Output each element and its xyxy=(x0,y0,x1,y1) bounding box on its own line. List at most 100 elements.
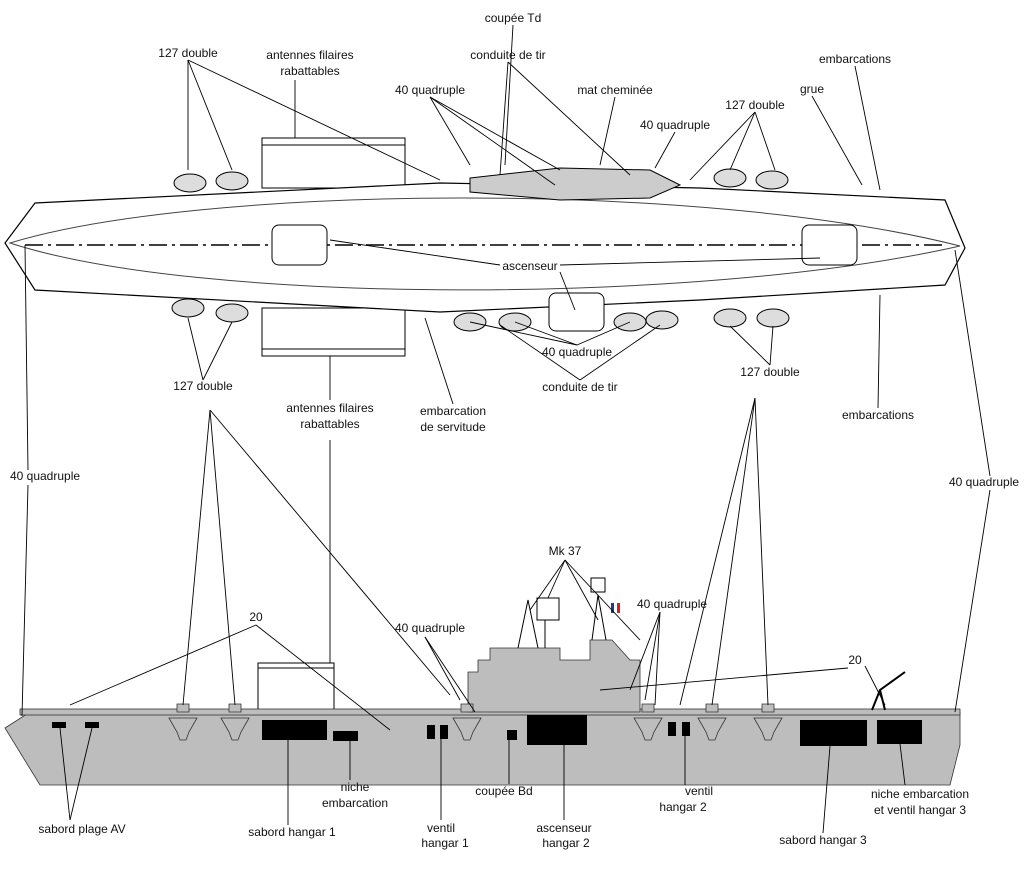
label-quad40-bottom: 40 quadruple xyxy=(542,345,612,359)
island-top xyxy=(469,167,682,201)
label-asc-h2-1: ascenseur xyxy=(536,821,591,835)
label-ascenseur: ascenseur xyxy=(502,259,557,273)
antenna-frame-bottom xyxy=(261,307,406,357)
leader-line xyxy=(854,65,881,191)
leader-line xyxy=(499,61,509,176)
leader-line xyxy=(729,325,771,366)
label-sabord-av: sabord plage AV xyxy=(38,822,125,836)
label-sabord-h3: sabord hangar 3 xyxy=(779,833,867,847)
label-niche3-1: niche embarcation xyxy=(871,787,969,801)
island-side xyxy=(467,639,641,713)
leader-line xyxy=(559,271,576,311)
leader-line xyxy=(21,484,29,717)
label-antennes-bot-2: rabattables xyxy=(300,417,359,431)
gun-sponson-icon xyxy=(697,703,727,741)
mk37-director-2 xyxy=(590,577,606,593)
label-embarcations-bottom: embarcations xyxy=(842,408,914,422)
leader-line xyxy=(877,294,881,409)
leader-line xyxy=(209,409,236,706)
label-conduite-tir-bottom: conduite de tir xyxy=(542,380,617,394)
label-embarcations-top: embarcations xyxy=(819,52,891,66)
leader-line xyxy=(599,667,849,691)
leader-line xyxy=(689,111,756,181)
elevator-forward xyxy=(271,224,328,266)
hull-opening xyxy=(800,720,867,746)
label-quad40-island-r: 40 quadruple xyxy=(637,597,707,611)
label-antennes-bot-1: antennes filaires xyxy=(286,401,373,415)
gun-mount-icon xyxy=(755,170,789,190)
leader-line xyxy=(564,559,641,641)
leader-line xyxy=(579,324,661,381)
leader-line xyxy=(954,489,991,713)
gun-mount-icon xyxy=(171,298,205,318)
leader-line xyxy=(499,324,581,381)
leader-line xyxy=(954,249,991,477)
leader-line xyxy=(547,559,566,599)
gun-sponson-icon xyxy=(220,703,250,741)
label-grue: grue xyxy=(800,82,824,96)
leader-line xyxy=(529,559,566,611)
label-embarcation-serv-2: de servitude xyxy=(420,420,486,434)
gun-sponson-icon xyxy=(633,703,663,741)
hull-opening xyxy=(427,725,435,739)
gun-mount-icon xyxy=(215,303,249,323)
label-ventil2-2: hangar 2 xyxy=(659,800,707,814)
leader-line xyxy=(679,397,756,706)
flight-deck-outline xyxy=(8,197,961,291)
leader-line xyxy=(329,239,501,266)
label-quad40-top-b: 40 quadruple xyxy=(640,118,710,132)
gun-sponson-icon xyxy=(452,703,482,741)
gun-sponson-icon xyxy=(168,703,198,741)
label-ventil2-1: ventil xyxy=(685,784,713,798)
leader-line xyxy=(187,59,233,171)
leader-line xyxy=(654,611,661,706)
leader-line xyxy=(24,244,29,471)
label-mat-cheminee: mat cheminée xyxy=(577,83,653,97)
gun-mount-icon xyxy=(713,308,747,328)
hull-opening xyxy=(52,722,66,728)
gun-mount-icon xyxy=(215,171,249,191)
leader-line xyxy=(629,611,661,691)
leader-line xyxy=(711,397,756,706)
leader-line xyxy=(507,61,631,176)
hull-opening xyxy=(877,720,922,744)
antenna-frame-side xyxy=(257,662,335,714)
leader-line xyxy=(429,96,556,186)
gun-mount-icon xyxy=(713,168,747,188)
elevator-aft xyxy=(801,224,858,266)
hull-opening xyxy=(507,730,517,740)
gun-mount-icon xyxy=(645,310,679,330)
leader-line xyxy=(729,111,756,171)
leader-line xyxy=(864,665,886,706)
leader-line xyxy=(424,636,476,713)
label-antennes-top-2: rabattables xyxy=(280,64,339,78)
leader-line xyxy=(504,24,514,166)
leader-line xyxy=(644,611,661,701)
label-double127-br: 127 double xyxy=(740,365,800,379)
leader-line xyxy=(202,321,233,381)
gun-mount-icon xyxy=(756,308,790,328)
leader-line xyxy=(559,257,821,266)
leader-line xyxy=(424,636,461,701)
label-coupee-td: coupée Td xyxy=(485,11,542,25)
label-twenty-l: 20 xyxy=(249,610,263,624)
leader-line xyxy=(769,325,774,366)
leader-line xyxy=(599,96,616,166)
gun-sponson-icon xyxy=(753,703,783,741)
leader-line xyxy=(514,321,578,346)
label-conduite-tir-top: conduite de tir xyxy=(470,48,545,62)
mk37-director-1 xyxy=(536,597,560,621)
leader-line xyxy=(187,59,441,181)
label-quad40-top-a: 40 quadruple xyxy=(395,83,465,97)
leader-line xyxy=(424,317,454,405)
leader-line xyxy=(429,96,471,166)
label-antennes-top-1: antennes filaires xyxy=(266,48,353,62)
leader-line xyxy=(69,624,257,706)
leader-line xyxy=(69,727,93,821)
leader-line xyxy=(811,95,863,186)
hull-opening xyxy=(333,731,358,741)
leader-line xyxy=(576,321,631,346)
label-sabord-h1: sabord hangar 1 xyxy=(248,825,336,839)
